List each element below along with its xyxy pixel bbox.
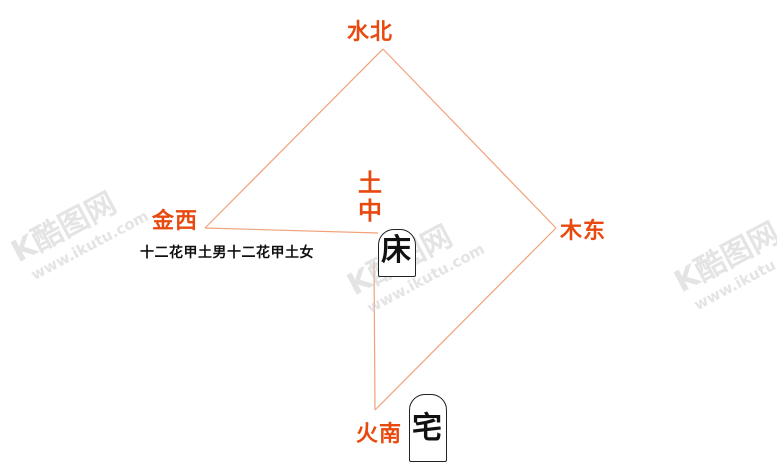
line-center-south	[373, 261, 376, 411]
direction-west-label: 金西	[152, 209, 199, 234]
direction-north-label: 水北	[347, 20, 394, 45]
zodiac-caption: 十二花甲土男十二花甲土女	[140, 245, 314, 261]
center-earth-char: 土	[358, 169, 382, 197]
line-west-center	[204, 227, 379, 234]
line-north-west	[204, 48, 384, 229]
house-char: 宅	[412, 411, 442, 446]
center-middle-char: 中	[358, 197, 382, 225]
bed-marker	[378, 229, 416, 277]
line-north-east	[382, 48, 557, 229]
direction-south-label: 火南	[356, 422, 403, 447]
direction-east-label: 木东	[560, 219, 607, 244]
line-east-south	[374, 227, 557, 411]
bed-char: 床	[381, 233, 411, 268]
house-marker	[409, 394, 447, 462]
